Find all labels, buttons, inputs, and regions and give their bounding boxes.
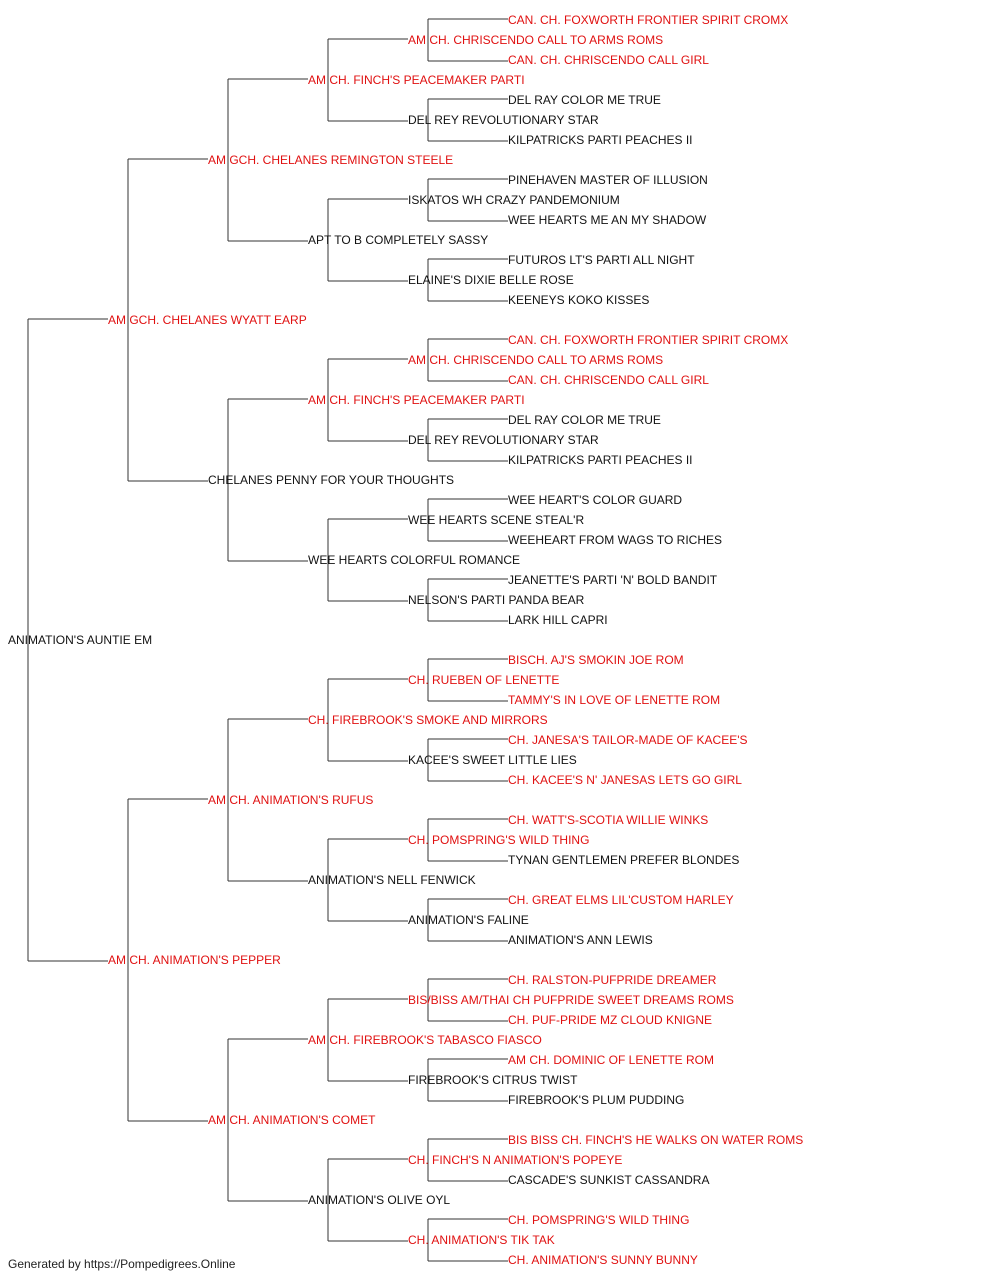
ggg-grandparent-name: FUTUROS LT'S PARTI ALL NIGHT <box>508 253 695 267</box>
ggg-grandparent-name: CH. GREAT ELMS LIL'CUSTOM HARLEY <box>508 893 734 907</box>
gg-grandparent-name: ANIMATION'S FALINE <box>408 913 529 927</box>
ggg-grandparent-name: CASCADE'S SUNKIST CASSANDRA <box>508 1173 709 1187</box>
great-grandparent-name: CH. FIREBROOK'S SMOKE AND MIRRORS <box>308 713 548 727</box>
gg-grandparent-name: KACEE'S SWEET LITTLE LIES <box>408 753 577 767</box>
ggg-grandparent-name: JEANETTE'S PARTI 'N' BOLD BANDIT <box>508 573 718 587</box>
great-grandparent-name: WEE HEARTS COLORFUL ROMANCE <box>308 553 520 567</box>
gg-grandparent-name: NELSON'S PARTI PANDA BEAR <box>408 593 585 607</box>
great-grandparent-name: ANIMATION'S OLIVE OYL <box>308 1193 450 1207</box>
ggg-grandparent-name: FIREBROOK'S PLUM PUDDING <box>508 1093 684 1107</box>
parent-name: AM CH. ANIMATION'S PEPPER <box>108 953 281 967</box>
ggg-grandparent-name: CH. RALSTON-PUFPRIDE DREAMER <box>508 973 717 987</box>
great-grandparent-name: ANIMATION'S NELL FENWICK <box>308 873 476 887</box>
grandparent-name: AM CH. ANIMATION'S COMET <box>208 1113 376 1127</box>
ggg-grandparent-name: CAN. CH. FOXWORTH FRONTIER SPIRIT CROMX <box>508 333 788 347</box>
ggg-grandparent-name: CH. WATT'S-SCOTIA WILLIE WINKS <box>508 813 708 827</box>
grandparent-name: CHELANES PENNY FOR YOUR THOUGHTS <box>208 473 454 487</box>
ggg-grandparent-name: DEL RAY COLOR ME TRUE <box>508 93 661 107</box>
gg-grandparent-name: DEL REY REVOLUTIONARY STAR <box>408 113 599 127</box>
gg-grandparent-name: CH. FINCH'S N ANIMATION'S POPEYE <box>408 1153 622 1167</box>
gg-grandparent-name: FIREBROOK'S CITRUS TWIST <box>408 1073 578 1087</box>
gg-grandparent-name: CH. ANIMATION'S TIK TAK <box>408 1233 555 1247</box>
gg-grandparent-name: ELAINE'S DIXIE BELLE ROSE <box>408 273 574 287</box>
ggg-grandparent-name: CH. JANESA'S TAILOR-MADE OF KACEE'S <box>508 733 748 747</box>
ggg-grandparent-name: KILPATRICKS PARTI PEACHES II <box>508 133 693 147</box>
ggg-grandparent-name: CH. PUF-PRIDE MZ CLOUD KNIGNE <box>508 1013 712 1027</box>
ggg-grandparent-name: ANIMATION'S ANN LEWIS <box>508 933 653 947</box>
ggg-grandparent-name: WEE HEARTS ME AN MY SHADOW <box>508 213 707 227</box>
great-grandparent-name: AM CH. FIREBROOK'S TABASCO FIASCO <box>308 1033 542 1047</box>
parent-name: AM GCH. CHELANES WYATT EARP <box>108 313 307 327</box>
gg-grandparent-name: AM CH. CHRISCENDO CALL TO ARMS ROMS <box>408 353 663 367</box>
gg-grandparent-name: ISKATOS WH CRAZY PANDEMONIUM <box>408 193 620 207</box>
ggg-grandparent-name: DEL RAY COLOR ME TRUE <box>508 413 661 427</box>
ggg-grandparent-name: AM CH. DOMINIC OF LENETTE ROM <box>508 1053 714 1067</box>
ggg-grandparent-name: CH. KACEE'S N' JANESAS LETS GO GIRL <box>508 773 742 787</box>
ggg-grandparent-name: KEENEYS KOKO KISSES <box>508 293 649 307</box>
ggg-grandparent-name: CAN. CH. CHRISCENDO CALL GIRL <box>508 53 709 67</box>
footer-credit: Generated by https://Pompedigrees.Online <box>8 1257 236 1271</box>
ggg-grandparent-name: CAN. CH. FOXWORTH FRONTIER SPIRIT CROMX <box>508 13 788 27</box>
ggg-grandparent-name: CH. POMSPRING'S WILD THING <box>508 1213 689 1227</box>
great-grandparent-name: AM CH. FINCH'S PEACEMAKER PARTI <box>308 73 525 87</box>
gg-grandparent-name: CH. RUEBEN OF LENETTE <box>408 673 559 687</box>
gg-grandparent-name: BIS/BISS AM/THAI CH PUFPRIDE SWEET DREAM… <box>408 993 734 1007</box>
ggg-grandparent-name: WEE HEART'S COLOR GUARD <box>508 493 682 507</box>
ggg-grandparent-name: BISCH. AJ'S SMOKIN JOE ROM <box>508 653 684 667</box>
ggg-grandparent-name: BIS BISS CH. FINCH'S HE WALKS ON WATER R… <box>508 1133 803 1147</box>
ggg-grandparent-name: TAMMY'S IN LOVE OF LENETTE ROM <box>508 693 720 707</box>
ggg-grandparent-name: PINEHAVEN MASTER OF ILLUSION <box>508 173 708 187</box>
ggg-grandparent-name: KILPATRICKS PARTI PEACHES II <box>508 453 693 467</box>
ggg-grandparent-name: WEEHEART FROM WAGS TO RICHES <box>508 533 722 547</box>
ggg-grandparent-name: CAN. CH. CHRISCENDO CALL GIRL <box>508 373 709 387</box>
great-grandparent-name: APT TO B COMPLETELY SASSY <box>308 233 488 247</box>
gg-grandparent-name: AM CH. CHRISCENDO CALL TO ARMS ROMS <box>408 33 663 47</box>
ggg-grandparent-name: CH. ANIMATION'S SUNNY BUNNY <box>508 1253 698 1267</box>
gg-grandparent-name: CH. POMSPRING'S WILD THING <box>408 833 589 847</box>
gg-grandparent-name: WEE HEARTS SCENE STEAL'R <box>408 513 584 527</box>
grandparent-name: AM CH. ANIMATION'S RUFUS <box>208 793 373 807</box>
gg-grandparent-name: DEL REY REVOLUTIONARY STAR <box>408 433 599 447</box>
grandparent-name: AM GCH. CHELANES REMINGTON STEELE <box>208 153 453 167</box>
subject-name: ANIMATION'S AUNTIE EM <box>8 633 152 647</box>
great-grandparent-name: AM CH. FINCH'S PEACEMAKER PARTI <box>308 393 525 407</box>
ggg-grandparent-name: TYNAN GENTLEMEN PREFER BLONDES <box>508 853 739 867</box>
ggg-grandparent-name: LARK HILL CAPRI <box>508 613 608 627</box>
